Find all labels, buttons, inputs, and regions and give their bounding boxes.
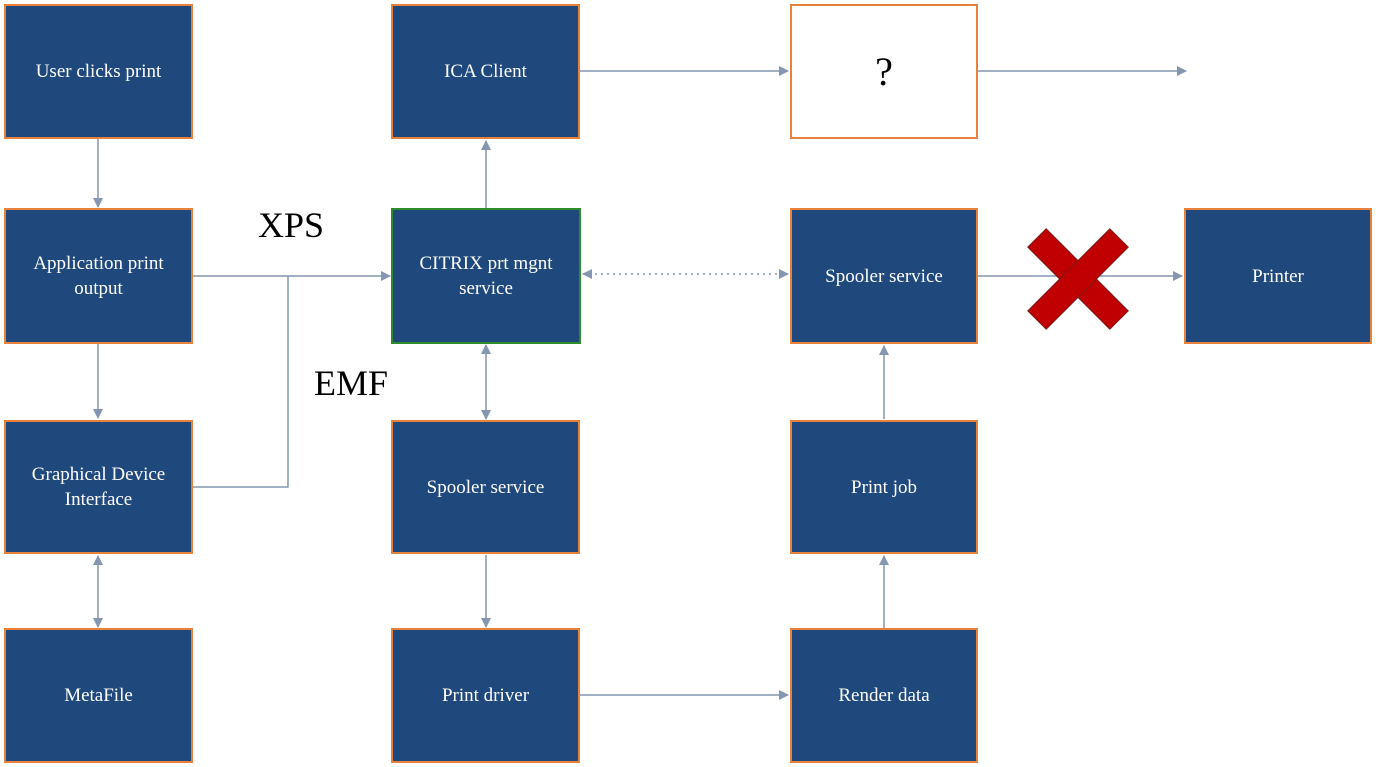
node-print-driver: Print driver: [391, 628, 580, 763]
node-spooler-service-left: Spooler service: [391, 420, 580, 554]
node-print-job: Print job: [790, 420, 978, 554]
node-graphical-device-interface: Graphical Device Interface: [4, 420, 193, 554]
node-render-data: Render data: [790, 628, 978, 763]
label-emf: EMF: [314, 363, 389, 403]
node-spooler-service-right: Spooler service: [790, 208, 978, 344]
node-user-clicks-print: User clicks print: [4, 4, 193, 139]
node-unknown: ?: [790, 4, 978, 139]
node-citrix-print-management-service: CITRIX prt mgnt service: [391, 208, 581, 344]
red-x-icon: [1027, 228, 1129, 330]
node-metafile: MetaFile: [4, 628, 193, 763]
node-application-print-output: Application print output: [4, 208, 193, 344]
node-printer: Printer: [1184, 208, 1372, 344]
node-ica-client: ICA Client: [391, 4, 580, 139]
connector-gdi-to-citrix: [193, 276, 289, 488]
label-xps: XPS: [258, 205, 325, 245]
